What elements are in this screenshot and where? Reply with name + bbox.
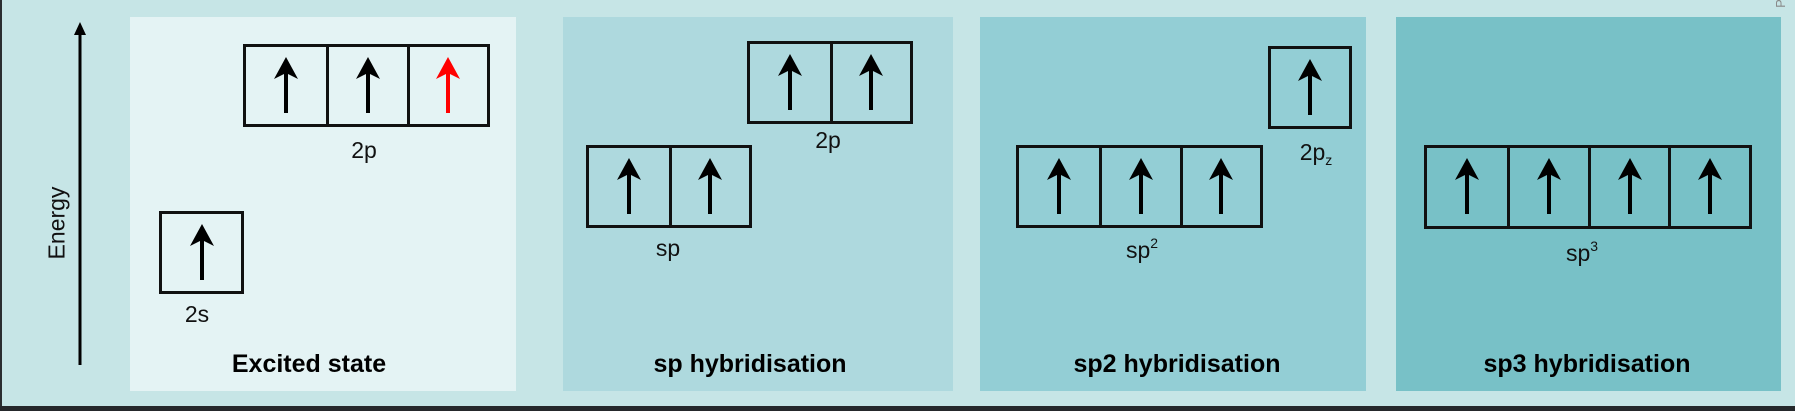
orbital-cell (668, 148, 749, 225)
orbital-cell (326, 47, 406, 124)
orbital-sp3 (1424, 145, 1752, 229)
orbital-cell (1271, 49, 1349, 126)
electron-up-arrow-icon (1047, 157, 1072, 214)
panel-sp-hybridisation: sp 2p sp hybridisation (563, 17, 953, 391)
energy-axis-label: Energy (43, 186, 70, 260)
electron-up-arrow-icon (777, 53, 802, 110)
electron-up-arrow-icon (274, 56, 299, 113)
panel-title: sp hybridisation (653, 350, 847, 378)
orbital-2p (747, 41, 913, 124)
orbital-cell (246, 47, 326, 124)
electron-up-arrow-icon (189, 223, 214, 280)
corner-text: P (1772, 0, 1788, 8)
panel-excited-state: 2s 2p Excited state (130, 17, 516, 391)
energy-axis-arrow-icon (74, 22, 86, 365)
electron-up-arrow-icon (1209, 157, 1234, 214)
electron-up-arrow-icon (1298, 58, 1322, 115)
orbital-2p (243, 44, 490, 127)
panel-sp2-hybridisation: sp2 2pz sp2 hybridisation (980, 17, 1366, 391)
orbital-label-2p: 2p (815, 127, 841, 153)
orbital-label-sp2: sp2 (1125, 235, 1159, 263)
orbital-sp2 (1016, 145, 1263, 228)
orbital-cell (162, 214, 241, 291)
panel-title: sp3 hybridisation (1483, 350, 1691, 378)
electron-up-arrow-icon (355, 56, 380, 113)
panel-title: Excited state (231, 350, 387, 378)
orbital-label-sp3: sp3 (1565, 238, 1599, 266)
orbital-cell (750, 44, 830, 121)
orbital-cell (406, 47, 487, 124)
orbital-sp (586, 145, 752, 228)
orbital-cell (1427, 148, 1507, 226)
electron-up-arrow-icon (616, 157, 641, 214)
orbital-2s (159, 211, 244, 294)
electron-up-arrow-icon (1128, 157, 1153, 214)
orbital-label-2s: 2s (184, 301, 210, 327)
electron-up-arrow-icon (859, 53, 884, 110)
electron-up-arrow-icon (698, 157, 723, 214)
panel-sp3-hybridisation: sp3 sp3 hybridisation (1396, 17, 1781, 391)
orbital-cell (1587, 148, 1669, 226)
orbital-cell (1668, 148, 1749, 226)
orbital-cell (829, 44, 910, 121)
orbital-label-sp: sp (655, 235, 681, 261)
electron-up-arrow-icon (1698, 158, 1723, 214)
promoted-electron-up-arrow-icon (436, 56, 461, 113)
orbital-cell (1507, 148, 1588, 226)
left-edge (0, 0, 2, 406)
electron-up-arrow-icon (1537, 158, 1562, 214)
orbital-label-2pz: 2pz (1299, 139, 1333, 168)
orbital-label-2p: 2p (351, 137, 377, 163)
bottom-bar (0, 406, 1795, 411)
electron-up-arrow-icon (1617, 158, 1642, 214)
orbital-cell (1179, 148, 1260, 225)
orbital-cell (1099, 148, 1179, 225)
panel-title: sp2 hybridisation (1073, 350, 1281, 378)
orbital-cell (1019, 148, 1099, 225)
orbital-cell (589, 148, 669, 225)
orbital-2pz (1268, 46, 1352, 129)
electron-up-arrow-icon (1455, 158, 1480, 214)
